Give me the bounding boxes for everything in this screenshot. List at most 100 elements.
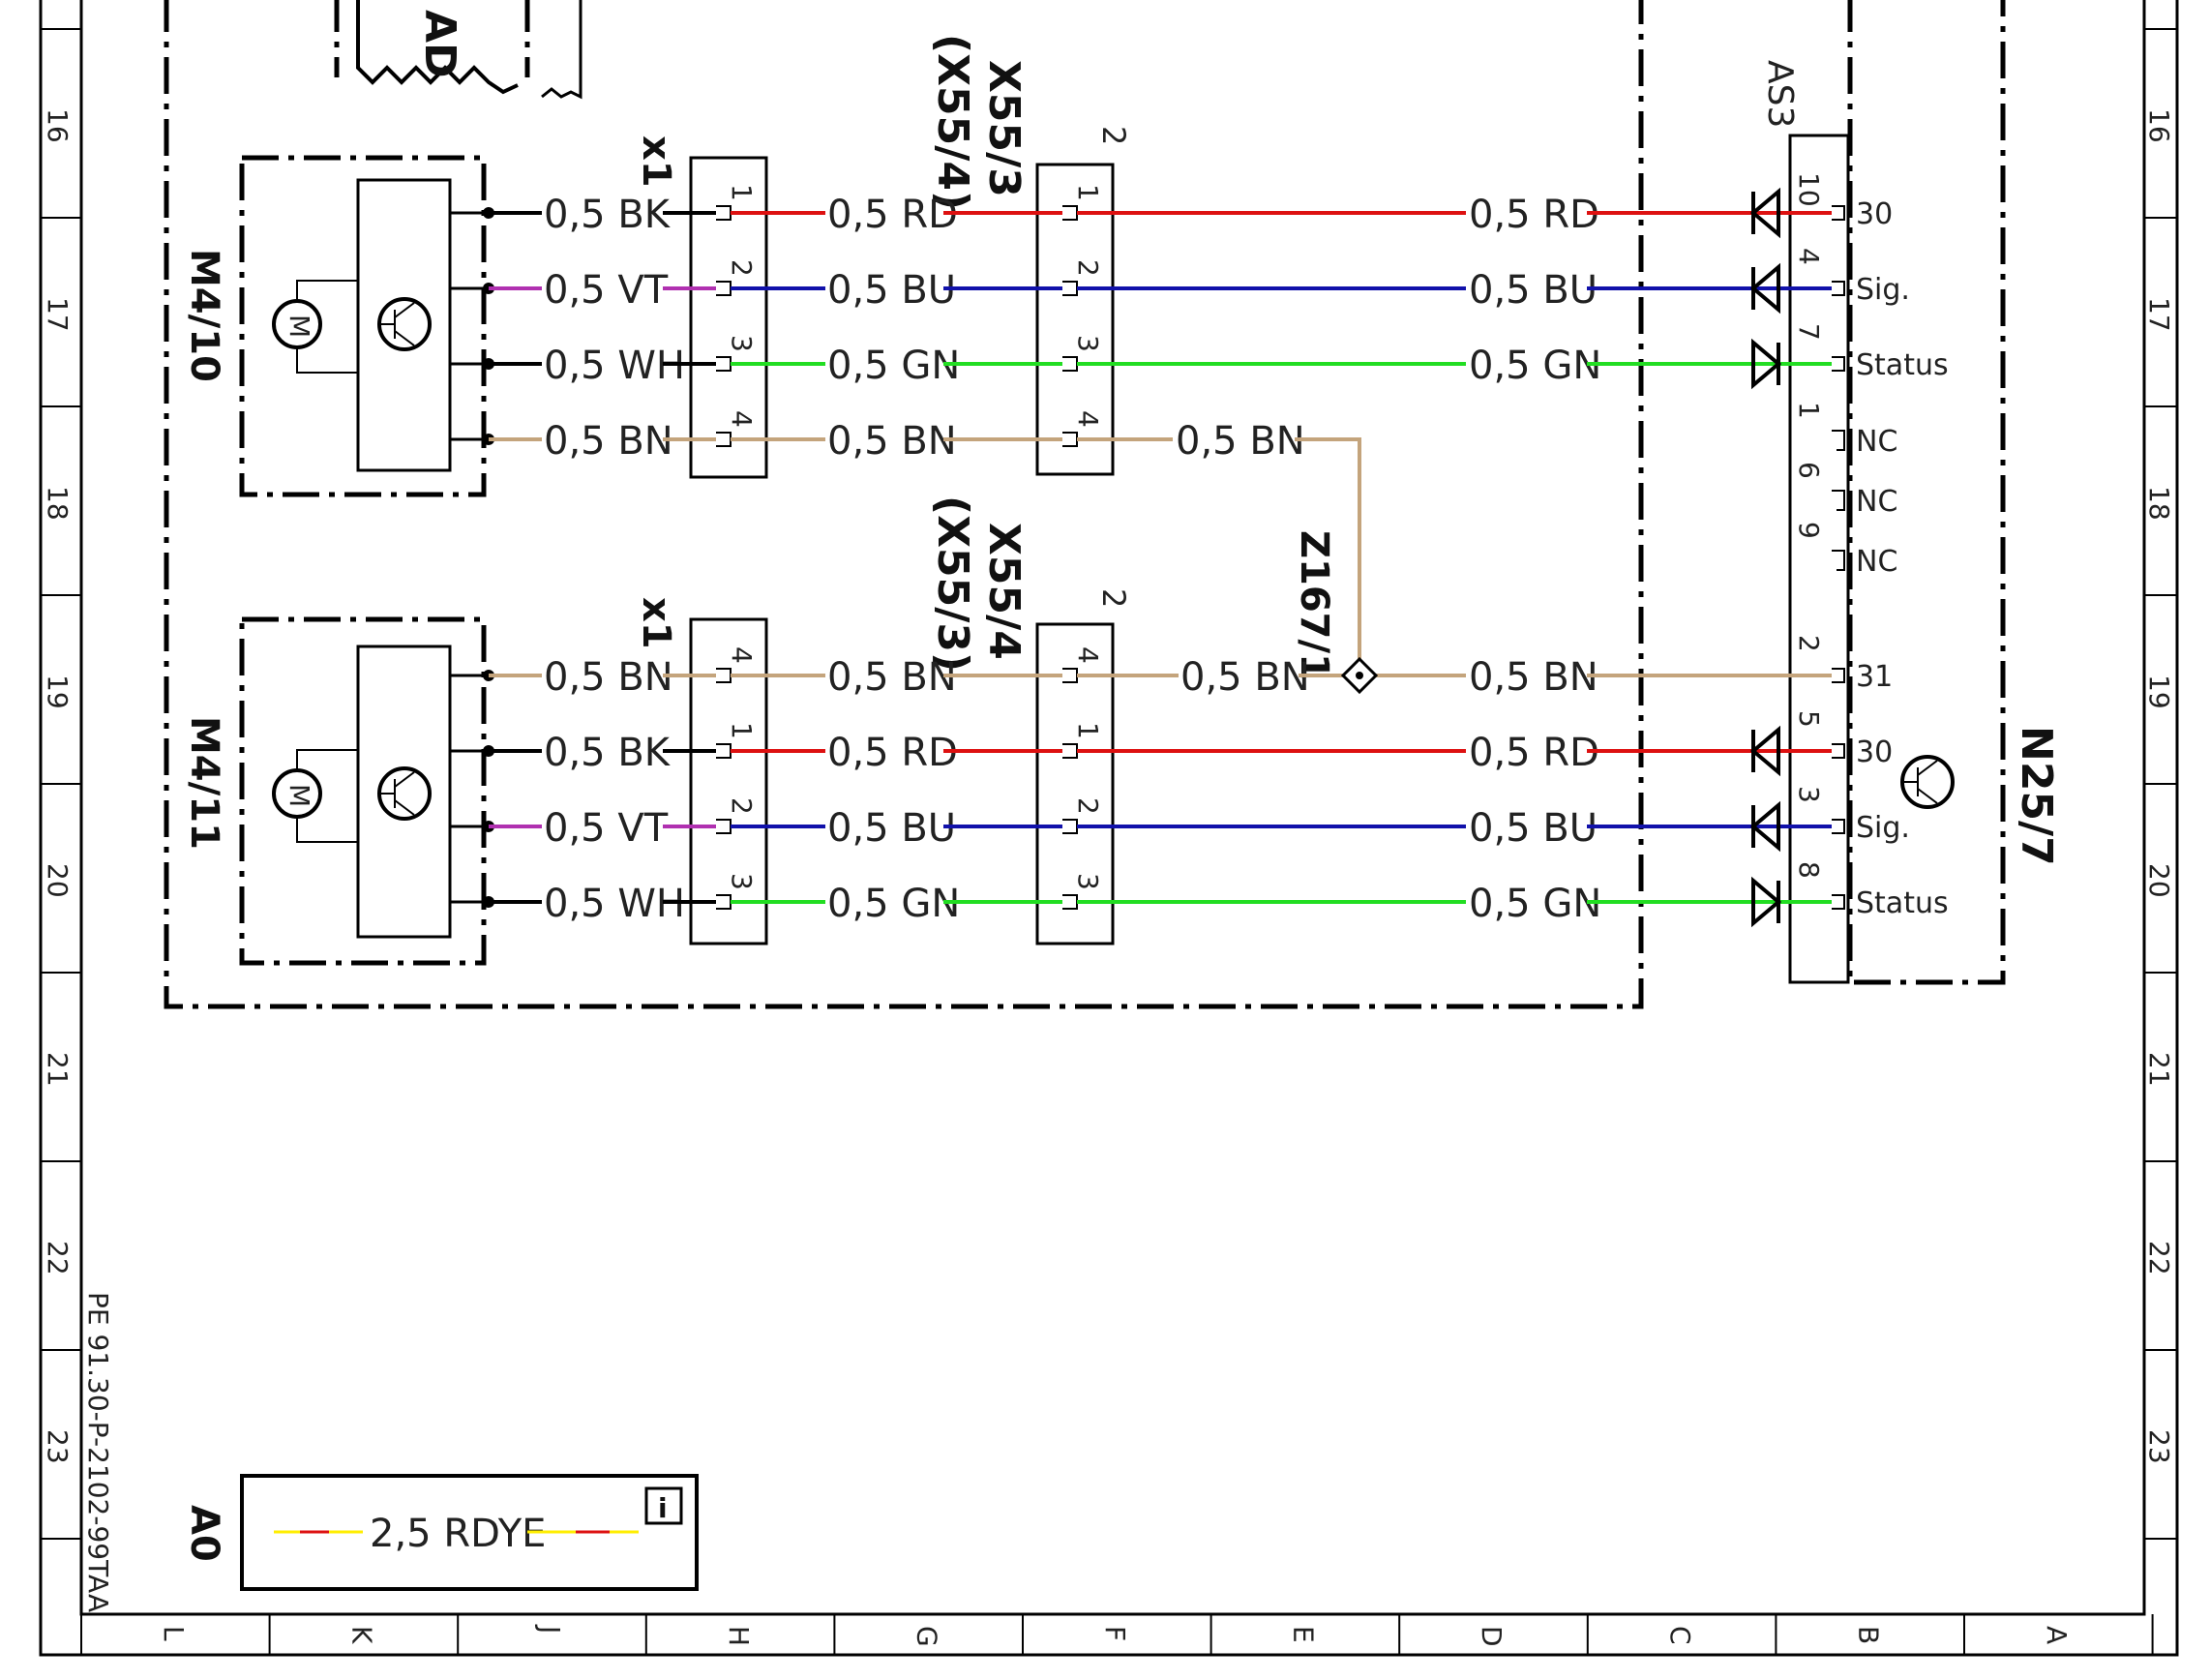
row-label-left: 18	[42, 486, 74, 521]
connector-x1-b: x1	[634, 597, 768, 945]
as3-pin-number: 9	[1793, 522, 1825, 539]
x55-3-alt-label: (X55/4)	[928, 34, 977, 210]
x55-4-conn-num: 2	[1095, 588, 1132, 608]
x55-pin-number: 4	[1072, 646, 1104, 664]
as3-signal-name: NC	[1856, 485, 1897, 519]
col-label: L	[158, 1626, 190, 1641]
col-label: F	[1099, 1626, 1131, 1641]
as3-pin-number: 1	[1793, 402, 1825, 419]
outer-frame	[39, 0, 2179, 1657]
x1-pin-number: 4	[726, 410, 758, 428]
as3-nc-contact	[1832, 550, 1845, 571]
document-id: PE 91.30-P-2102-99TAA	[82, 1292, 114, 1612]
x55-pin-number: 3	[1072, 873, 1104, 890]
wire-label-motor: 0,5 VT	[544, 268, 669, 313]
row-label-right: 19	[2143, 675, 2175, 709]
inner-frame	[79, 0, 2146, 1616]
as3-signal-name: Sig.	[1856, 811, 1910, 845]
wire-label-mid: 0,5 BN	[827, 419, 957, 464]
motor-leads	[296, 280, 358, 374]
x1-pin-number: 1	[726, 184, 758, 201]
col-label: J	[534, 1624, 566, 1634]
connector-x55-3: X55/3 (X55/4) 2	[928, 34, 1132, 476]
as3-signal-name: Status	[1856, 886, 1949, 920]
wire-label-splice: 0,5 BN	[1176, 419, 1305, 464]
module-n25-7: N25/7	[1847, 0, 2061, 985]
wires-layer: 0,5 BK 1 0,5 RD 1 0,5 RD 10 30 0,5 VT 2 0,5 BU 2 0,…	[450, 172, 1955, 928]
x55-4-label: X55/4	[979, 523, 1029, 660]
wire-label-mid: 0,5 BU	[827, 268, 956, 313]
wire-label-right: 0,5 RD	[1469, 193, 1599, 237]
row-label-left: 16	[42, 108, 74, 143]
wire-bn-drop	[1295, 437, 1361, 674]
row-label-right: 18	[2143, 486, 2175, 521]
row-label-right: 22	[2143, 1241, 2175, 1275]
motor-leads	[296, 749, 358, 843]
col-label: E	[1288, 1626, 1320, 1643]
info-icon-glyph: i	[658, 1492, 668, 1524]
row-label-left: 22	[42, 1241, 74, 1275]
transistor-symbol	[379, 302, 415, 346]
legend-wire-label: 2,5 RDYE	[370, 1512, 546, 1556]
x55-4-alt-label: (X55/3)	[928, 495, 977, 672]
n25-7-transistor-symbol	[1902, 760, 1938, 804]
motor-icon-glyph: M	[284, 784, 315, 807]
x55-3-label: X55/3	[979, 60, 1029, 197]
as3-label: AS3	[1760, 60, 1800, 128]
x1-pin-number: 4	[726, 646, 758, 664]
wire-label-motor: 0,5 BK	[544, 193, 672, 237]
row-label-left: 20	[42, 863, 74, 898]
wire-label-mid: 0,5 BN	[827, 655, 957, 700]
motor-icon-glyph: M	[284, 315, 315, 338]
harness-boundary	[164, 0, 1644, 1009]
motor-m4-10: M4/10 M	[182, 155, 487, 497]
as3-signal-name: Sig.	[1856, 273, 1910, 307]
splice-z167-1: Z167/1	[1292, 530, 1336, 680]
as3-pin-number: 8	[1793, 861, 1825, 879]
as3-nc-contact	[1832, 430, 1845, 451]
x55-pin-number: 2	[1072, 259, 1104, 277]
row-label-right: 21	[2143, 1052, 2175, 1087]
wire-label-motor: 0,5 BN	[544, 419, 673, 464]
input-arrow-icon	[1749, 725, 1780, 777]
wire-label-mid: 0,5 GN	[827, 882, 960, 926]
top-fragment-label: AD	[415, 10, 464, 78]
transistor-symbol	[379, 771, 415, 816]
row-label-right: 20	[2143, 863, 2175, 898]
as3-pin-contact	[1832, 356, 1845, 372]
wire-label-motor: 0,5 VT	[544, 806, 669, 851]
info-icon[interactable]	[644, 1486, 683, 1525]
z167-1-label: Z167/1	[1292, 530, 1336, 680]
m4-11-label: M4/11	[182, 716, 226, 850]
row-label-left: 23	[42, 1429, 74, 1464]
a0-label: A0	[182, 1505, 226, 1562]
as3-pin-number: 10	[1793, 172, 1825, 207]
as3-pin-contact	[1832, 743, 1845, 759]
as3-signal-name: 31	[1856, 660, 1893, 694]
row-label-left: 17	[42, 297, 74, 332]
top-fragment-component: AD	[334, 0, 582, 100]
x55-pin-number: 1	[1072, 184, 1104, 201]
as3-signal-name: Status	[1856, 348, 1949, 382]
wire-label-right: 0,5 BU	[1469, 268, 1598, 313]
wire-label-mid: 0,5 RD	[827, 193, 958, 237]
input-arrow-icon	[1749, 262, 1780, 315]
x55-3-conn-num: 2	[1095, 126, 1132, 145]
as3-pin-contact	[1832, 281, 1845, 296]
x1-b-label: x1	[634, 597, 678, 649]
connector-x55-4: X55/4 (X55/3) 2	[928, 495, 1132, 945]
col-label: D	[1476, 1626, 1508, 1647]
x1-pin-number: 2	[726, 797, 758, 815]
wire-label-mid: 0,5 GN	[827, 344, 960, 388]
col-label: K	[346, 1626, 378, 1644]
wire-label-motor: 0,5 WH	[544, 882, 685, 926]
x1-pin-number: 1	[726, 722, 758, 739]
row-label-left: 19	[42, 675, 74, 709]
x55-pin-number: 3	[1072, 335, 1104, 352]
as3-signal-name: NC	[1856, 545, 1897, 579]
as3-signal-name: 30	[1856, 197, 1893, 231]
motor-m4-11: M4/11 M	[182, 616, 487, 966]
wire-label-motor: 0,5 BN	[544, 655, 673, 700]
as3-pin-number: 2	[1793, 635, 1825, 652]
